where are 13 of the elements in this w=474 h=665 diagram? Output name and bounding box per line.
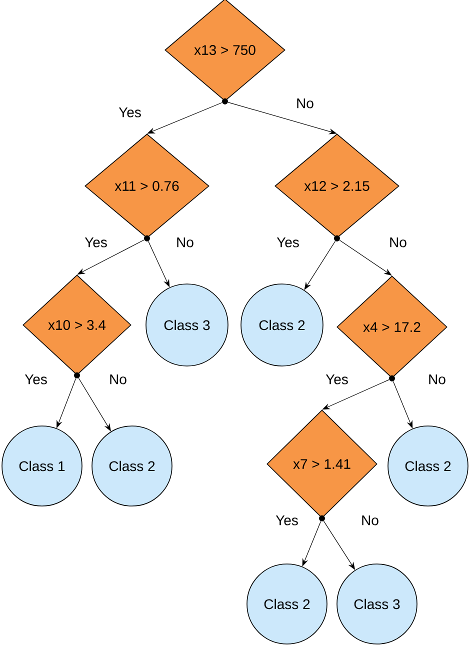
arrow [77,240,144,275]
edge-label: No [390,238,406,248]
edge-label: Yes [24,374,47,384]
edge-label: Yes [118,108,141,118]
edge-label: No [362,516,378,526]
arrow [322,379,390,410]
edge-label: No [297,98,314,108]
edge-label: No [110,374,126,384]
edge-label: Yes [84,238,107,248]
edge-label: Yes [276,238,299,248]
edge-label: Yes [276,516,298,526]
arrow [147,102,222,134]
edge-label: No [177,238,194,248]
